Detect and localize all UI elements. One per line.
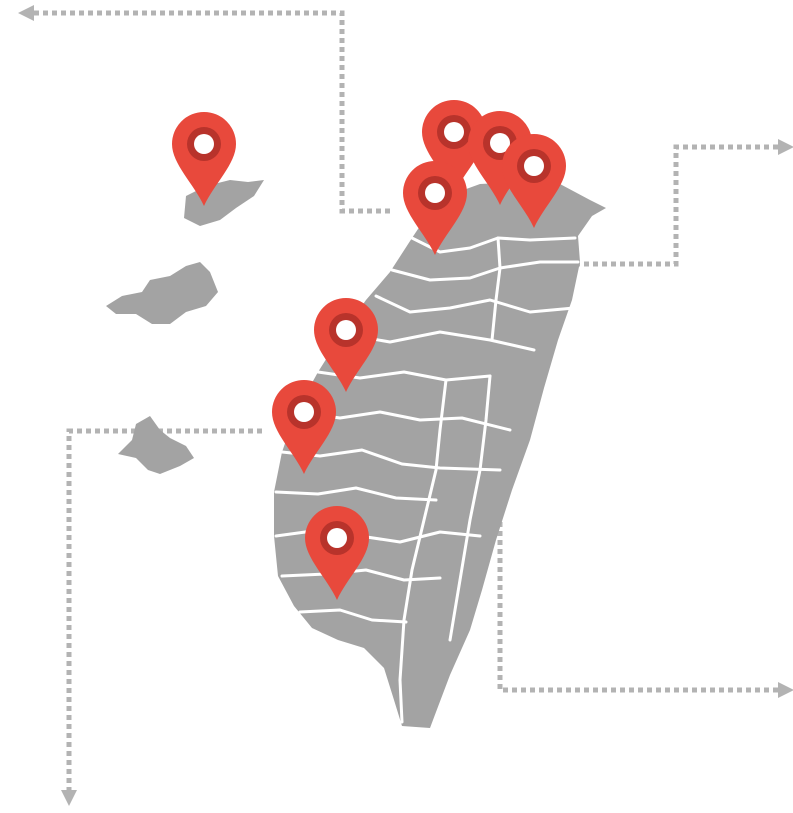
kinmen-island — [106, 262, 218, 324]
location-pin-icon — [314, 298, 378, 392]
location-pin-icon — [502, 134, 566, 228]
pin-hole — [425, 183, 445, 203]
arrow-left-icon — [18, 5, 34, 21]
penghu-islands — [118, 416, 194, 474]
location-pin-icon — [272, 380, 336, 474]
location-pin-icon — [403, 161, 467, 255]
pin-hole — [336, 320, 356, 340]
location-pin-icon — [422, 100, 486, 194]
location-pin-icon — [305, 506, 369, 600]
pin-hole — [327, 528, 347, 548]
location-pins — [172, 100, 566, 600]
location-pin-icon — [172, 112, 236, 206]
pin-hole — [490, 133, 510, 153]
arrow-down-icon — [61, 790, 77, 806]
taiwan-main-island — [274, 176, 606, 728]
connector-top-left — [34, 10, 390, 214]
arrow-right-lower-icon — [778, 682, 793, 698]
county-borders — [274, 236, 580, 724]
pin-hole — [294, 402, 314, 422]
pin-hole — [194, 134, 214, 154]
pin-hole — [524, 156, 544, 176]
connector-bottom-left — [66, 428, 262, 790]
arrow-right-upper-icon — [778, 139, 793, 155]
pin-hole — [444, 122, 464, 142]
